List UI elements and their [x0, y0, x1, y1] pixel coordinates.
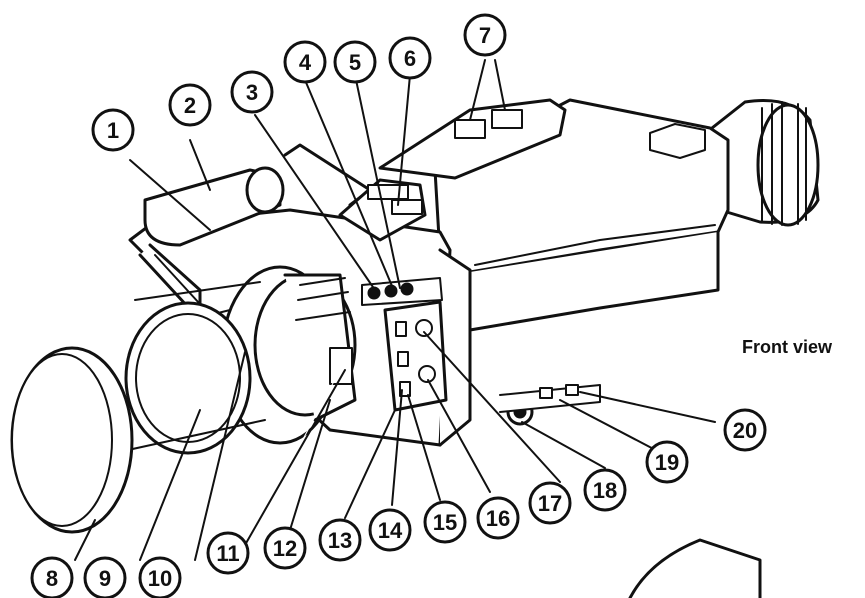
callout-circle	[476, 496, 520, 540]
callout-number: 18	[593, 478, 617, 503]
callout-circle	[83, 556, 127, 598]
callout-15: 15	[423, 500, 467, 544]
callout-circle	[168, 83, 212, 127]
callout-number: 5	[349, 50, 361, 75]
callout-number: 12	[273, 536, 297, 561]
callout-8: 8	[30, 556, 74, 598]
callout-20: 20	[723, 408, 767, 452]
callout-17: 17	[528, 481, 572, 525]
callout-number: 1	[107, 118, 119, 143]
callout-circle	[30, 556, 74, 598]
callout-number: 8	[46, 566, 58, 591]
callout-circle	[723, 408, 767, 452]
lens-cap	[10, 346, 134, 534]
callout-circle	[138, 556, 182, 598]
callout-number: 11	[216, 541, 239, 566]
callout-19: 19	[645, 440, 689, 484]
callout-10: 10	[138, 556, 182, 598]
callout-2: 2	[168, 83, 212, 127]
recorder-top	[378, 98, 567, 180]
accessory-partial	[628, 538, 762, 598]
callout-13: 13	[318, 518, 362, 562]
callout-14: 14	[368, 508, 412, 552]
callout-6: 6	[388, 36, 432, 80]
callout-circle	[206, 531, 250, 575]
callout-number: 13	[328, 528, 352, 553]
callout-circle	[333, 40, 377, 84]
callout-number: 3	[246, 80, 258, 105]
microphone	[143, 143, 372, 247]
callout-circle	[423, 500, 467, 544]
callout-5: 5	[333, 40, 377, 84]
callout-number: 16	[486, 506, 510, 531]
callout-number: 6	[404, 46, 416, 71]
leader-lines	[74, 59, 716, 586]
callout-circle	[91, 108, 135, 152]
callout-12: 12	[263, 526, 307, 570]
callout-circle	[368, 508, 412, 552]
callout-circle	[528, 481, 572, 525]
callout-circle	[583, 468, 627, 512]
callout-number: 15	[433, 510, 457, 535]
callout-9: 9	[83, 556, 127, 598]
callout-number: 9	[99, 566, 111, 591]
callout-number: 20	[733, 418, 757, 443]
callout-number: 2	[184, 93, 196, 118]
view-label: Front view	[742, 337, 833, 357]
callout-circle	[263, 526, 307, 570]
side-connectors	[499, 384, 601, 426]
callout-number: 10	[148, 566, 172, 591]
callout-circle	[318, 518, 362, 562]
callout-3: 3	[230, 70, 274, 114]
callout-circle	[645, 440, 689, 484]
callout-16: 16	[476, 496, 520, 540]
callout-number: 19	[655, 450, 679, 475]
callout-18: 18	[583, 468, 627, 512]
callout-circle	[283, 40, 327, 84]
callout-11: 11	[206, 531, 250, 575]
viewfinder-eyepiece	[710, 98, 820, 227]
callout-4: 4	[283, 40, 327, 84]
callout-circle	[463, 13, 507, 57]
lens-barrel	[124, 265, 357, 455]
callout-7: 7	[463, 13, 507, 57]
callout-number: 14	[378, 518, 403, 543]
callout-circle	[230, 70, 274, 114]
callout-1: 1	[91, 108, 135, 152]
callout-circle	[388, 36, 432, 80]
callout-number: 17	[538, 491, 562, 516]
callout-number: 4	[299, 50, 312, 75]
callout-number: 7	[479, 23, 491, 48]
